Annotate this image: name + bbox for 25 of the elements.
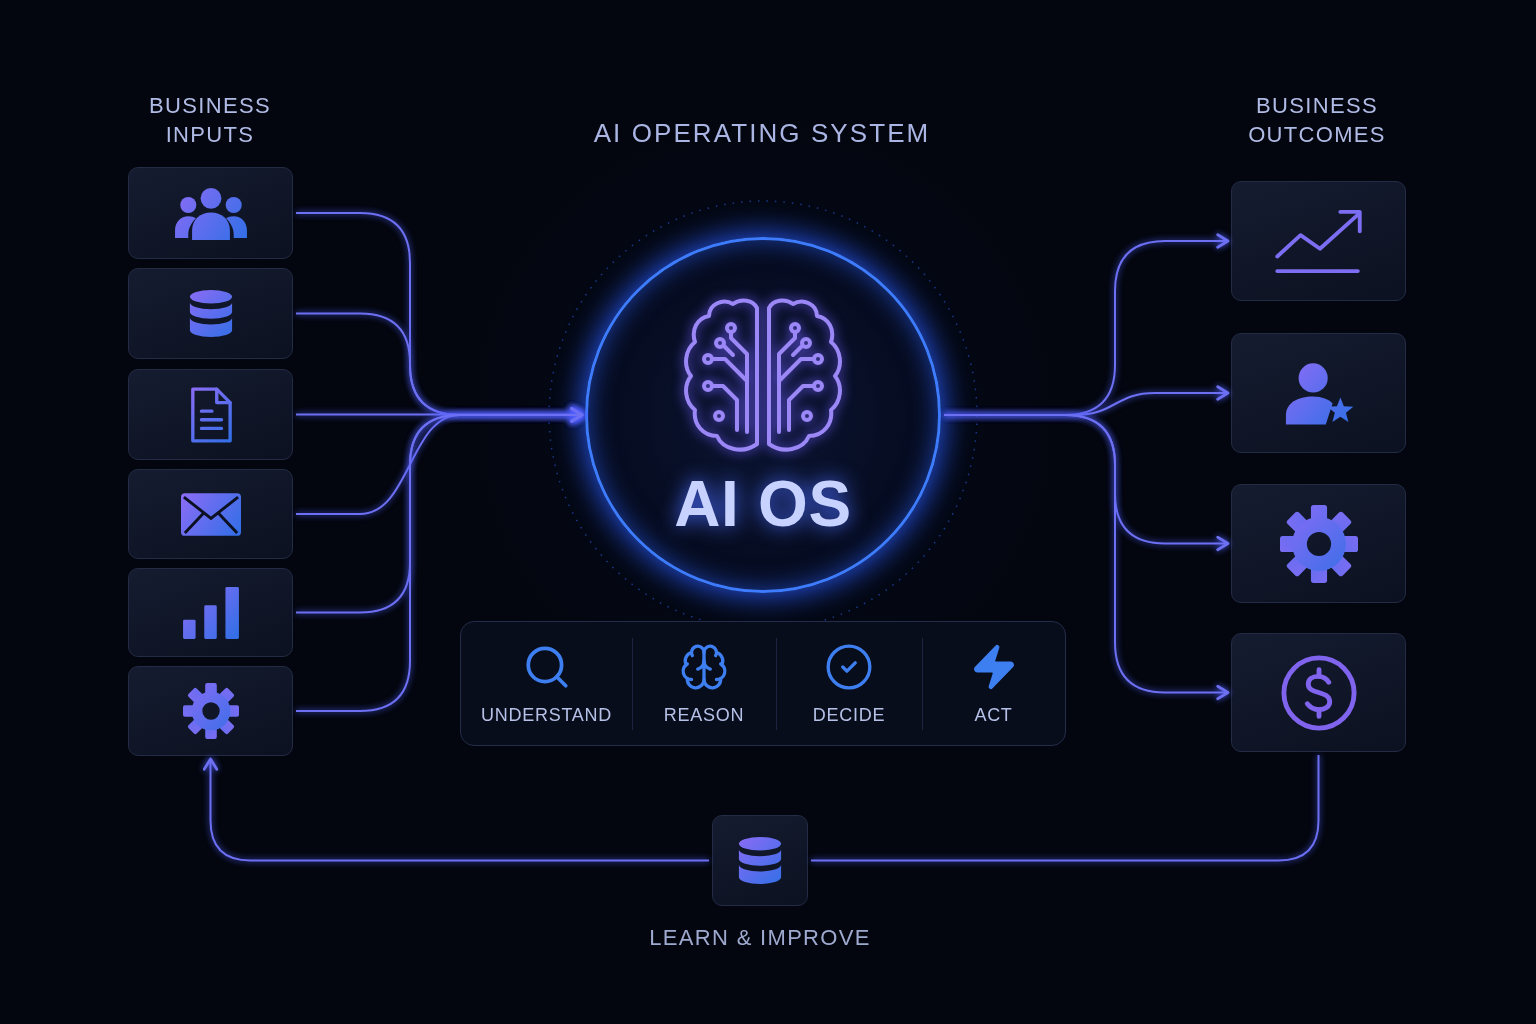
outcome-card	[1231, 484, 1406, 603]
outcome-card	[1231, 181, 1406, 301]
input-card	[128, 167, 293, 259]
step-label: ACT	[974, 706, 1013, 724]
input-card	[128, 666, 293, 756]
column-heading: BUSINESS OUTCOMES	[1248, 92, 1386, 149]
connector-arrow	[295, 406, 584, 423]
input-card	[128, 268, 293, 359]
outcome-card	[1231, 333, 1406, 453]
column-heading: BUSINESS INPUTS	[149, 92, 271, 149]
caption-text: LEARN & IMPROVE	[649, 924, 871, 952]
steps-panel	[460, 621, 1066, 746]
core-title: AI OS	[674, 472, 852, 536]
step-label: DECIDE	[812, 706, 886, 724]
input-card	[128, 568, 293, 657]
connector-arrow	[295, 407, 584, 712]
outcome-card	[1231, 633, 1406, 752]
learn-card	[712, 815, 808, 906]
step-label: UNDERSTAND	[481, 706, 612, 724]
input-card	[128, 469, 293, 559]
connector-arrow	[202, 757, 710, 862]
input-card	[128, 369, 293, 460]
connector-line	[810, 754, 1320, 862]
step-label: REASON	[663, 706, 745, 724]
diagram-title: AI OPERATING SYSTEM	[593, 118, 931, 148]
